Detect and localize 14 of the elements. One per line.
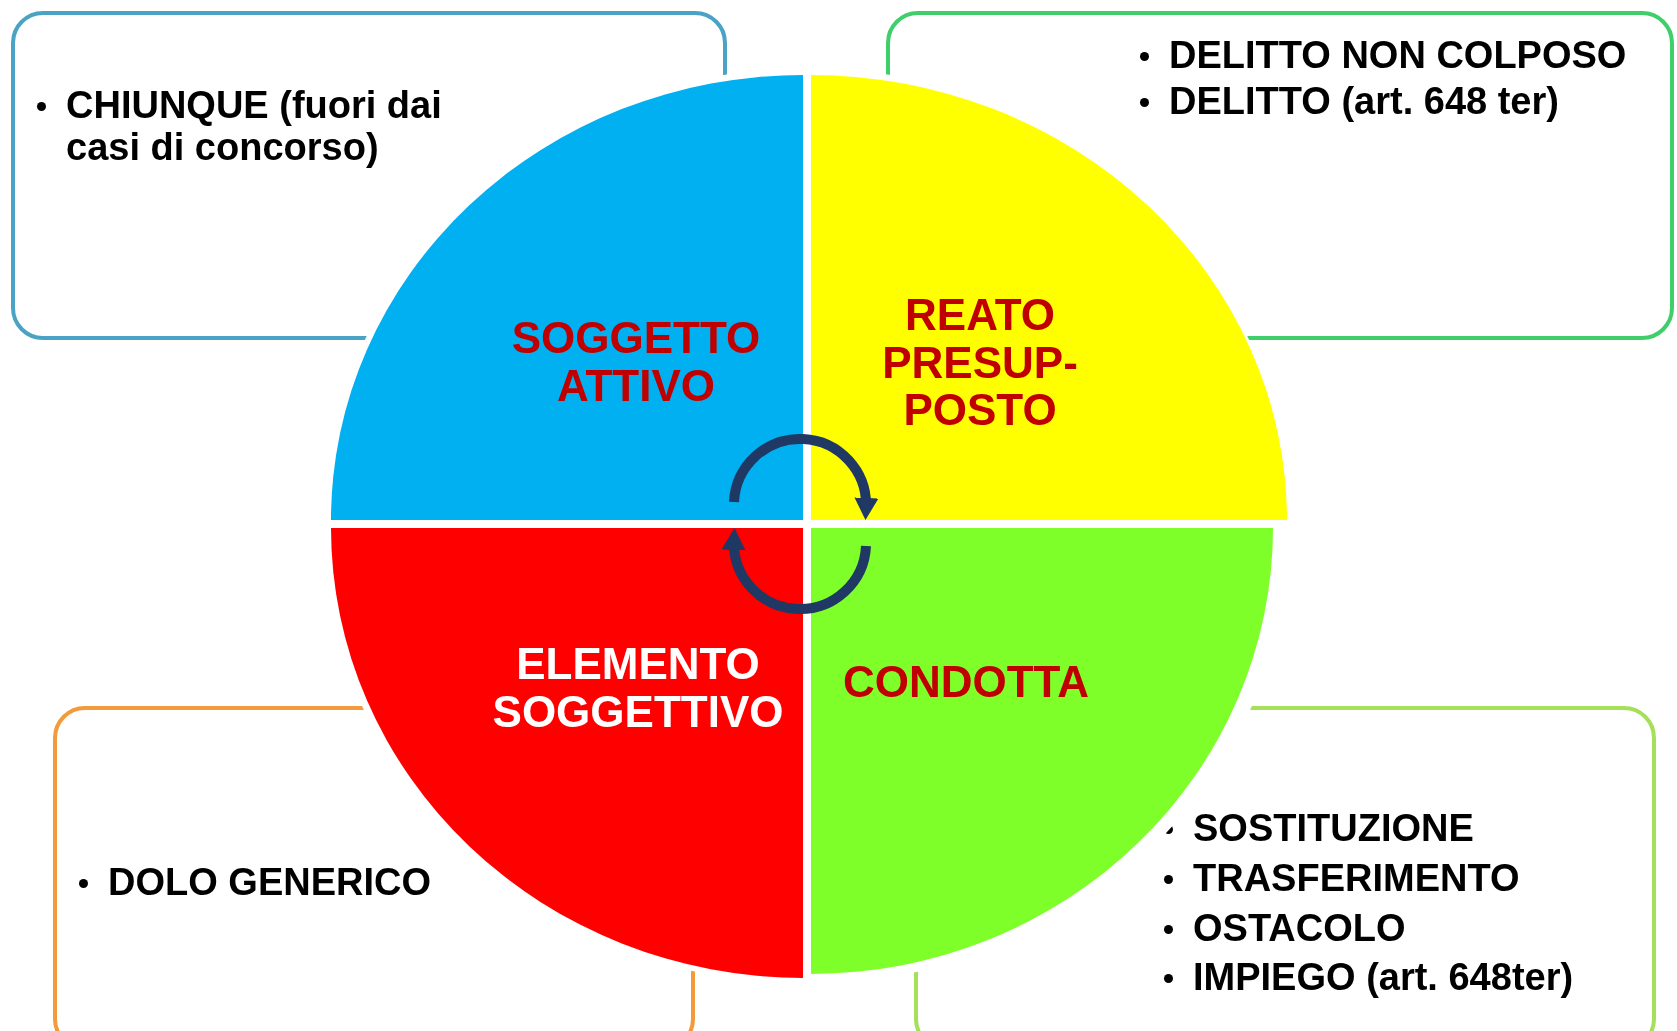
bullet-text: CHIUNQUE (fuori dai casi di concorso) [66, 85, 443, 169]
bullet-text: SOSTITUZIONE [1193, 808, 1474, 850]
quadrant-label: CONDOTTA [842, 658, 1089, 706]
bullet-text: TRASFERIMENTO [1193, 857, 1520, 900]
quadrant-label: REATO PRESUP- POSTO [881, 290, 1079, 434]
bullet-text: DOLO GENERICO [108, 862, 432, 904]
bullet-text: DELITTO NON COLPOSO [1169, 35, 1627, 77]
bullet-text: IMPIEGO (art. 648ter) [1193, 957, 1574, 1000]
bullet-text: OSTACOLO [1193, 907, 1406, 950]
circular-arrow [722, 528, 871, 614]
quadrant-label: ELEMENTO SOGGETTIVO [491, 640, 785, 736]
circular-arrow [729, 434, 878, 520]
quadrant-label: SOGGETTO ATTIVO [510, 314, 762, 410]
bullet-text: DELITTO (art. 648 ter) [1169, 80, 1559, 123]
